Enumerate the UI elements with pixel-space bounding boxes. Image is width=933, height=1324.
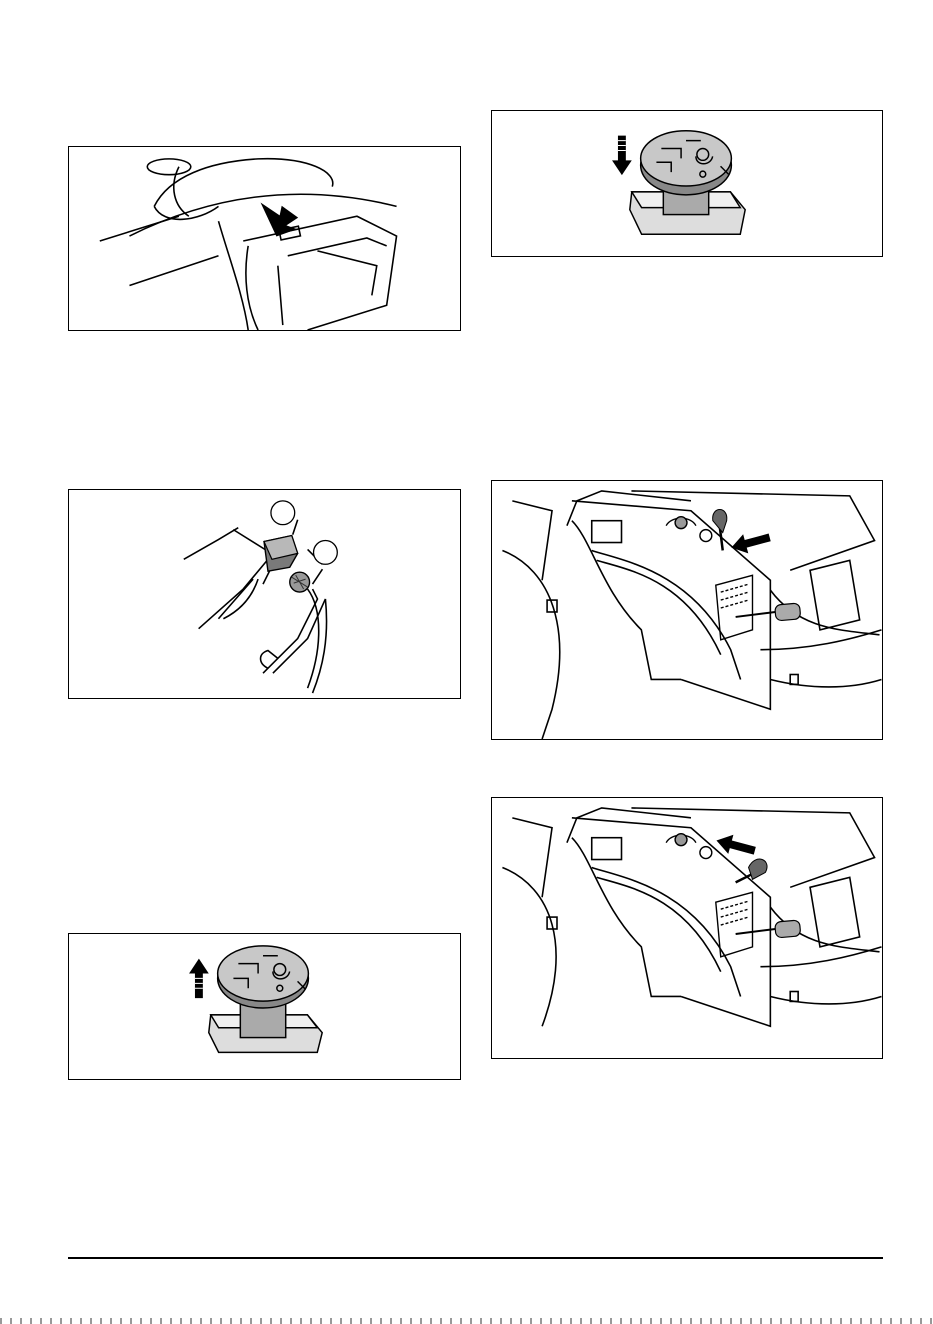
arrow-down-icon <box>261 191 303 239</box>
steering-console-illustration <box>69 147 460 330</box>
figure-pedals <box>68 489 461 699</box>
callout-marker-1 <box>271 501 295 525</box>
page-edge-dots <box>0 1318 933 1324</box>
figure-steering-console <box>68 146 461 331</box>
console-lever-forward-illustration <box>492 481 882 739</box>
figure-lever-back <box>491 797 883 1059</box>
figure-knob-pull-up <box>68 933 461 1080</box>
handle-grip <box>736 920 801 938</box>
brake-pedal <box>264 536 298 572</box>
accelerator-pedal <box>290 572 310 592</box>
arrow-up-icon <box>189 959 209 998</box>
console-lever-back-illustration <box>492 798 882 1058</box>
knob-up-illustration <box>69 934 460 1079</box>
arrow-right-icon <box>714 831 757 860</box>
figure-knob-push-down <box>491 110 883 257</box>
figure-lever-forward <box>491 480 883 740</box>
shift-lever <box>713 510 727 551</box>
handle-grip <box>736 603 801 621</box>
arrow-left-icon <box>729 528 772 557</box>
callout-marker-2 <box>314 541 338 565</box>
knob-down-illustration <box>492 111 882 256</box>
arrow-down-icon <box>612 136 632 175</box>
pedals-illustration <box>69 490 460 698</box>
footer-rule <box>68 1257 883 1259</box>
